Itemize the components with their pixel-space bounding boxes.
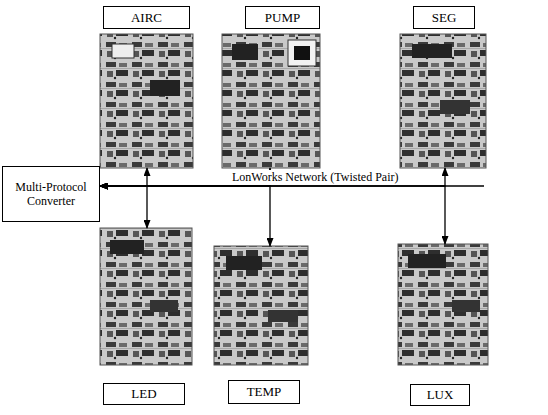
airc-board-photo bbox=[100, 34, 193, 168]
temp-board-photo bbox=[214, 246, 308, 365]
network-connector bbox=[100, 168, 445, 186]
pump-module: PUMP bbox=[222, 6, 320, 168]
network-label: LonWorks Network (Twisted Pair) bbox=[230, 170, 401, 185]
module-name: LED bbox=[131, 386, 156, 402]
lux-module: LUX bbox=[398, 244, 488, 407]
lux-board-photo bbox=[398, 244, 488, 365]
module-name: SEG bbox=[432, 10, 457, 26]
name-label-box: SEG bbox=[413, 6, 475, 29]
airc-module: AIRC bbox=[100, 6, 193, 168]
led-module: LED bbox=[100, 228, 192, 407]
name-label-box: LUX bbox=[410, 384, 470, 406]
name-label-box: AIRC bbox=[103, 6, 190, 29]
converter-name: Multi-Protocol Converter bbox=[7, 180, 95, 209]
name-label-box: TEMP bbox=[228, 380, 300, 404]
network-connector bbox=[100, 186, 270, 246]
seg-module: SEG bbox=[400, 6, 486, 168]
temp-module: TEMP bbox=[214, 246, 308, 407]
network-connector bbox=[100, 168, 147, 186]
name-label-box: PUMP bbox=[245, 6, 320, 29]
module-name: TEMP bbox=[247, 384, 282, 400]
led-board-photo bbox=[100, 228, 192, 365]
module-name: AIRC bbox=[131, 10, 162, 26]
seg-board-photo bbox=[400, 34, 486, 168]
module-name: LUX bbox=[427, 387, 454, 403]
network-connector bbox=[100, 186, 147, 228]
module-name: PUMP bbox=[265, 10, 300, 26]
name-label-box: LED bbox=[103, 383, 185, 405]
network-connector bbox=[100, 186, 445, 244]
bus-line-end bbox=[440, 185, 484, 186]
pump-board-photo bbox=[222, 34, 320, 168]
converter-box: Multi-Protocol Converter bbox=[2, 166, 100, 222]
